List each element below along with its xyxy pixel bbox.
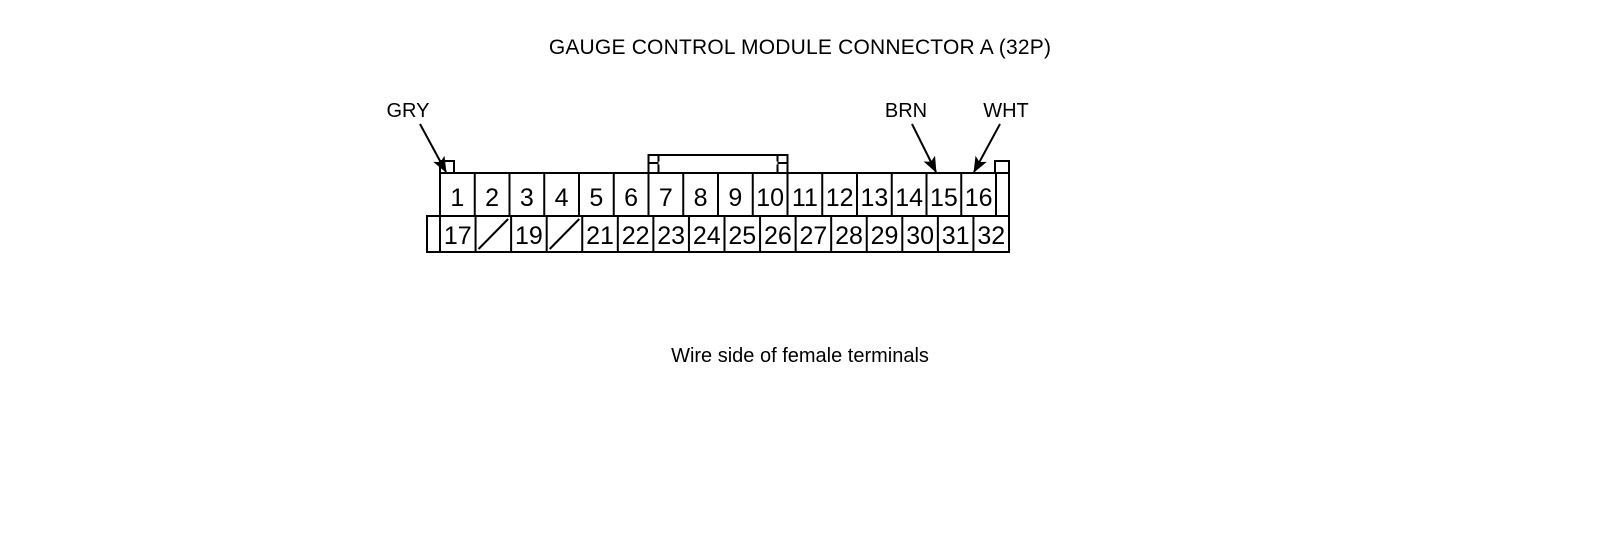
- callout-arrow-gry: [419, 123, 447, 173]
- pin-9: 9: [728, 184, 742, 212]
- pin-29: 29: [871, 222, 899, 250]
- connector-body: [426, 154, 1010, 253]
- pin-6: 6: [624, 184, 638, 212]
- pin-15: 15: [930, 184, 958, 212]
- pin-3: 3: [520, 184, 534, 212]
- pin-11: 11: [792, 184, 818, 212]
- pin-10: 10: [756, 184, 784, 212]
- pin-13: 13: [860, 184, 888, 212]
- pin-21: 21: [586, 222, 614, 250]
- pin-32: 32: [977, 222, 1005, 250]
- blank-pin-slash-18: [477, 218, 509, 250]
- pin-7: 7: [659, 184, 673, 212]
- pin-28: 28: [835, 222, 863, 250]
- wire-label-wht: WHT: [983, 100, 1029, 122]
- tab-right: [994, 160, 1010, 173]
- diagram-title: GAUGE CONTROL MODULE CONNECTOR A (32P): [548, 36, 1052, 59]
- pin-19: 19: [515, 222, 543, 250]
- pin-8: 8: [694, 184, 708, 212]
- bottom-row-outline: [426, 215, 1010, 253]
- pin-17: 17: [444, 222, 472, 250]
- callout-arrow-brn: [911, 123, 937, 173]
- pin-25: 25: [728, 222, 756, 250]
- callout-arrow-wht: [973, 123, 1001, 173]
- pin-12: 12: [826, 184, 854, 212]
- pin-16: 16: [965, 184, 993, 212]
- pin-5: 5: [589, 184, 603, 212]
- pin-30: 30: [906, 222, 934, 250]
- pin-2: 2: [485, 184, 499, 212]
- pin-22: 22: [622, 222, 650, 250]
- pin-24: 24: [693, 222, 721, 250]
- pin-27: 27: [800, 222, 828, 250]
- pin-14: 14: [895, 184, 923, 212]
- pin-4: 4: [555, 184, 569, 212]
- wire-label-brn: BRN: [884, 100, 928, 122]
- blank-pin-slash-20: [548, 218, 580, 250]
- pin-26: 26: [764, 222, 792, 250]
- pin-23: 23: [657, 222, 685, 250]
- diagram-caption: Wire side of female terminals: [671, 345, 929, 367]
- wire-label-gry: GRY: [386, 100, 430, 122]
- pin-31: 31: [942, 222, 970, 250]
- pin-1: 1: [450, 184, 464, 212]
